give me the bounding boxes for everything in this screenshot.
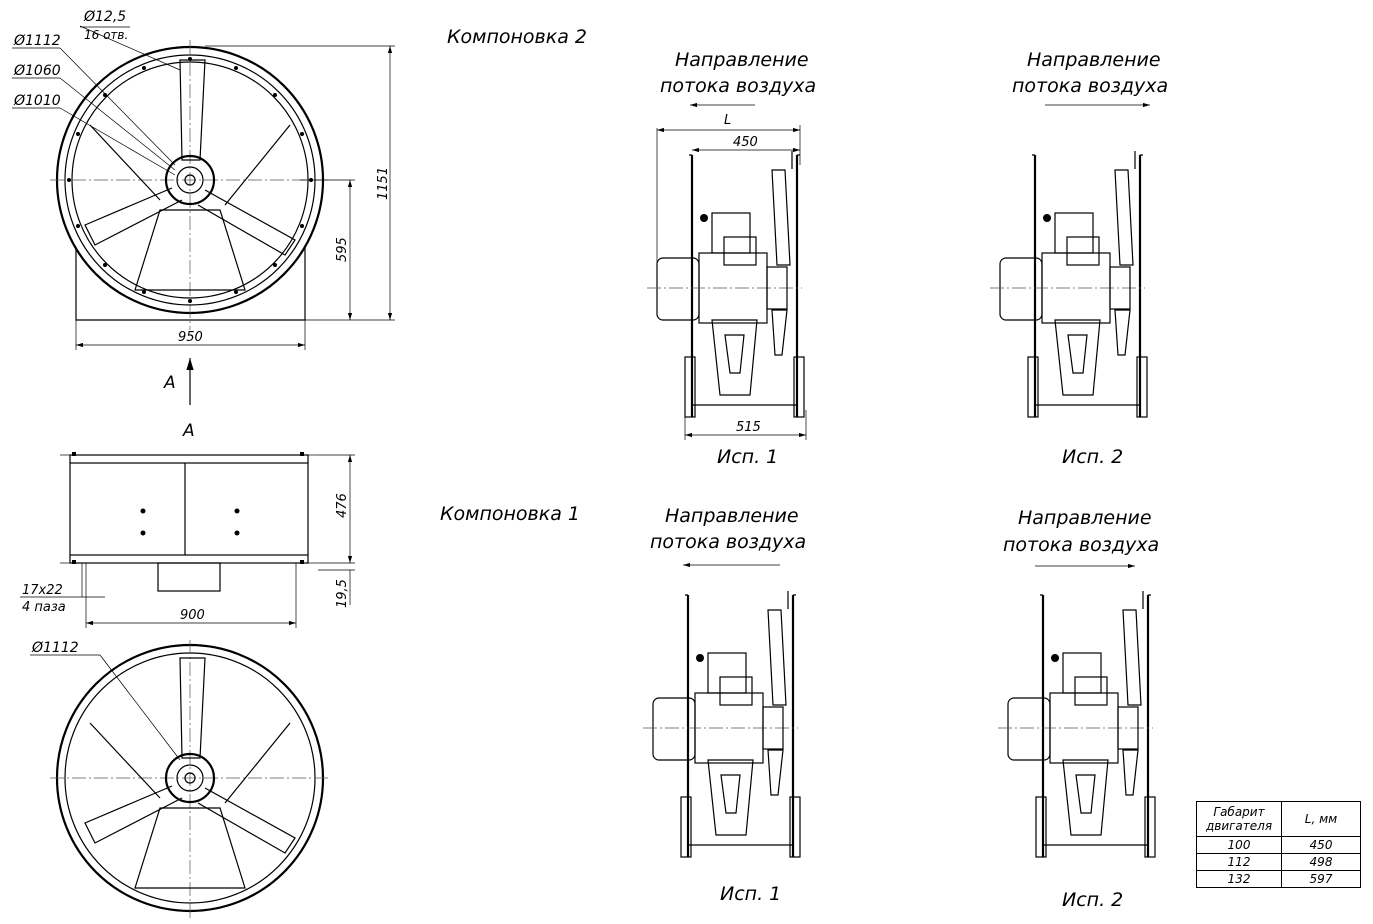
hub — [1109, 266, 1131, 310]
blade — [1114, 169, 1134, 356]
l2-i2-flow-line1: Направление — [1027, 49, 1161, 71]
support-leg — [1062, 759, 1109, 836]
d1010-label: Ø1010 — [13, 93, 61, 109]
l1-i1-flow-line2: потока воздуха — [650, 531, 806, 553]
motor-bracket — [707, 652, 747, 694]
d1060-label: Ø1060 — [13, 63, 61, 79]
hub — [1117, 706, 1139, 750]
view-a-height-label: 476 — [335, 493, 350, 518]
l2-i2-caption: Исп. 2 — [1062, 446, 1123, 468]
view-a-labels: A 476 19,5 17x22 4 паза 900 — [22, 421, 350, 623]
layout1-d1112-label: Ø1112 — [31, 640, 79, 656]
casing — [686, 595, 795, 857]
foot-left — [1027, 356, 1039, 418]
fan-side-view-layout2-isp1 — [647, 151, 805, 418]
table-row: 100 450 — [1196, 836, 1361, 854]
support-leg — [1054, 319, 1101, 396]
motor-bracket — [711, 212, 751, 254]
hub — [762, 706, 784, 750]
l2-i1-len-label: L — [724, 113, 731, 128]
view-a-offset-label: 19,5 — [335, 579, 350, 608]
view-a-width-label: 900 — [180, 608, 205, 623]
width-label: 950 — [178, 330, 203, 345]
l1-i2-flow-line2: потока воздуха — [1003, 534, 1159, 556]
terminal-box — [723, 236, 757, 266]
l1-i1-caption: Исп. 1 — [720, 883, 781, 905]
height-label: 1151 — [376, 167, 391, 200]
blade — [767, 609, 787, 796]
blade — [771, 169, 791, 356]
l2-i1-d450-label: 450 — [733, 135, 758, 150]
blade — [1122, 609, 1142, 796]
l1-i1-flow-line1: Направление — [665, 505, 799, 527]
support-leg — [711, 319, 758, 396]
layout1-title: Компоновка 1 — [440, 503, 580, 525]
table-header-size: Габарит двигателя — [1196, 801, 1282, 837]
hub — [766, 266, 788, 310]
table-header-length: L, мм — [1281, 801, 1361, 837]
l2-i1-flow-line2: потока воздуха — [660, 75, 816, 97]
l2-i1-caption: Исп. 1 — [717, 446, 778, 468]
foot-left — [1035, 796, 1047, 858]
terminal-box — [719, 676, 753, 706]
view-arrow-label: A — [163, 373, 176, 393]
isp1-dimensions — [656, 125, 807, 440]
casing — [690, 155, 799, 417]
foot-right — [1136, 356, 1148, 418]
motor-size-table: Габарит двигателя L, мм 100 450 112 498 … — [1196, 801, 1361, 888]
l2-i2-flow-line2: потока воздуха — [1012, 75, 1168, 97]
fan-side-view-layout2-isp2 — [990, 151, 1148, 418]
d1112-label: Ø1112 — [13, 33, 61, 49]
l1-i2-caption: Исп. 2 — [1062, 889, 1123, 911]
foot-left — [680, 796, 692, 858]
motor-bracket — [1062, 652, 1102, 694]
hole-count-label: 16 отв. — [84, 28, 128, 42]
slots-count-label: 4 паза — [22, 600, 66, 615]
terminal-box — [1066, 236, 1100, 266]
casing — [1033, 155, 1142, 417]
table-row: 112 498 — [1196, 853, 1361, 871]
terminal-box — [1074, 676, 1108, 706]
front-view-layout1 — [30, 640, 330, 918]
foot-left — [684, 356, 696, 418]
fan-side-view-layout1-isp1 — [643, 591, 801, 858]
foot-right — [789, 796, 801, 858]
casing — [1041, 595, 1150, 857]
foot-right — [1144, 796, 1156, 858]
motor-bracket — [1054, 212, 1094, 254]
front-view-layout2-labels: Ø12,5 16 отв. Ø1112 Ø1060 Ø1010 1151 595… — [13, 9, 391, 393]
support-leg — [707, 759, 754, 836]
slots-size-label: 17x22 — [22, 583, 63, 598]
hole-diameter-label: Ø12,5 — [83, 9, 126, 25]
view-a — [20, 452, 355, 628]
l2-i1-flow-line1: Направление — [675, 49, 809, 71]
front-view-layout2 — [12, 25, 395, 405]
l2-i1-d515-label: 515 — [736, 420, 761, 435]
l1-i2-flow-line1: Направление — [1018, 507, 1152, 529]
fan-side-view-layout1-isp2 — [998, 591, 1156, 858]
table-row: 132 597 — [1196, 870, 1361, 888]
view-a-label: A — [182, 421, 195, 441]
foot-right — [793, 356, 805, 418]
layout2-title: Компоновка 2 — [447, 26, 587, 48]
axis-height-label: 595 — [335, 237, 350, 262]
